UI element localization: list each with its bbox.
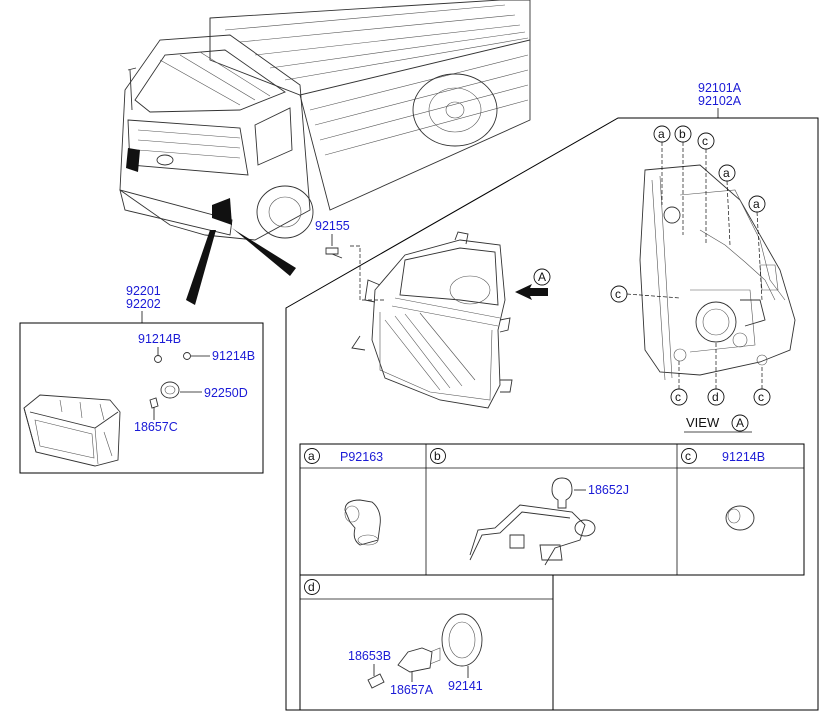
- svg-text:c: c: [615, 287, 621, 301]
- box-a-letter: a: [308, 449, 315, 463]
- svg-text:d: d: [712, 390, 719, 404]
- svg-text:a: a: [753, 197, 760, 211]
- fog-lamp-box: [19, 322, 264, 474]
- grommet-a-icon: [154, 355, 162, 363]
- view-a-drawing: [639, 164, 796, 381]
- svg-text:b: b: [679, 127, 686, 141]
- svg-text:a: a: [723, 166, 730, 180]
- box-d-small-bulb-label: 18653B: [348, 649, 391, 663]
- view-callouts: a b c a a c c d c: [610, 125, 771, 406]
- headlamp-part-number-2: 92102A: [698, 94, 742, 108]
- box-c-letter: c: [685, 449, 691, 463]
- box-d-bulb-label: 18657A: [390, 683, 434, 697]
- svg-text:a: a: [658, 127, 665, 141]
- fog-bulb-label: 18657C: [134, 420, 178, 434]
- small-bulb-drawing: [367, 664, 385, 689]
- fog-lamp-part-number-2: 92202: [126, 297, 161, 311]
- box-a-part-number: P92163: [340, 450, 383, 464]
- svg-text:c: c: [758, 390, 764, 404]
- fog-grommet-label-a: 91214B: [138, 332, 181, 346]
- box-b-letter: b: [434, 449, 441, 463]
- svg-text:c: c: [702, 134, 708, 148]
- view-letter: A: [736, 416, 744, 430]
- view-label: VIEW: [686, 415, 720, 430]
- screw-label: 92155: [315, 219, 350, 233]
- box-c-part-number: 91214B: [722, 450, 765, 464]
- grommet-drawing: [725, 505, 755, 531]
- detail-table: [299, 443, 805, 711]
- fog-lamp-housing-drawing: [23, 394, 121, 467]
- screw-icon: [325, 247, 343, 259]
- harness-bulb-drawing: [469, 477, 596, 566]
- headlamp-part-number-1: 92101A: [698, 81, 742, 95]
- box-d-cap-label: 92141: [448, 679, 483, 693]
- arrow-letter: A: [538, 270, 546, 284]
- fog-lamp-part-number-1: 92201: [126, 284, 161, 298]
- h4-bulb-drawing: [397, 647, 441, 682]
- fog-bulb-icon: [149, 397, 159, 409]
- bulb-cap-drawing: [441, 613, 483, 678]
- fog-socket-label: 92250D: [204, 386, 248, 400]
- headlamp-assembly-box: [285, 117, 819, 711]
- box-b-bulb-label: 18652J: [588, 483, 629, 497]
- grommet-b-icon: [183, 352, 191, 360]
- headlamp-drawing: [351, 231, 513, 409]
- truck-illustration: [119, 0, 531, 305]
- view-arrow-icon: [515, 284, 548, 300]
- box-d-letter: d: [308, 580, 315, 594]
- elbow-grommet-drawing: [344, 499, 381, 546]
- fog-grommet-label-b: 91214B: [212, 349, 255, 363]
- fog-socket-icon: [160, 381, 180, 399]
- svg-text:c: c: [675, 390, 681, 404]
